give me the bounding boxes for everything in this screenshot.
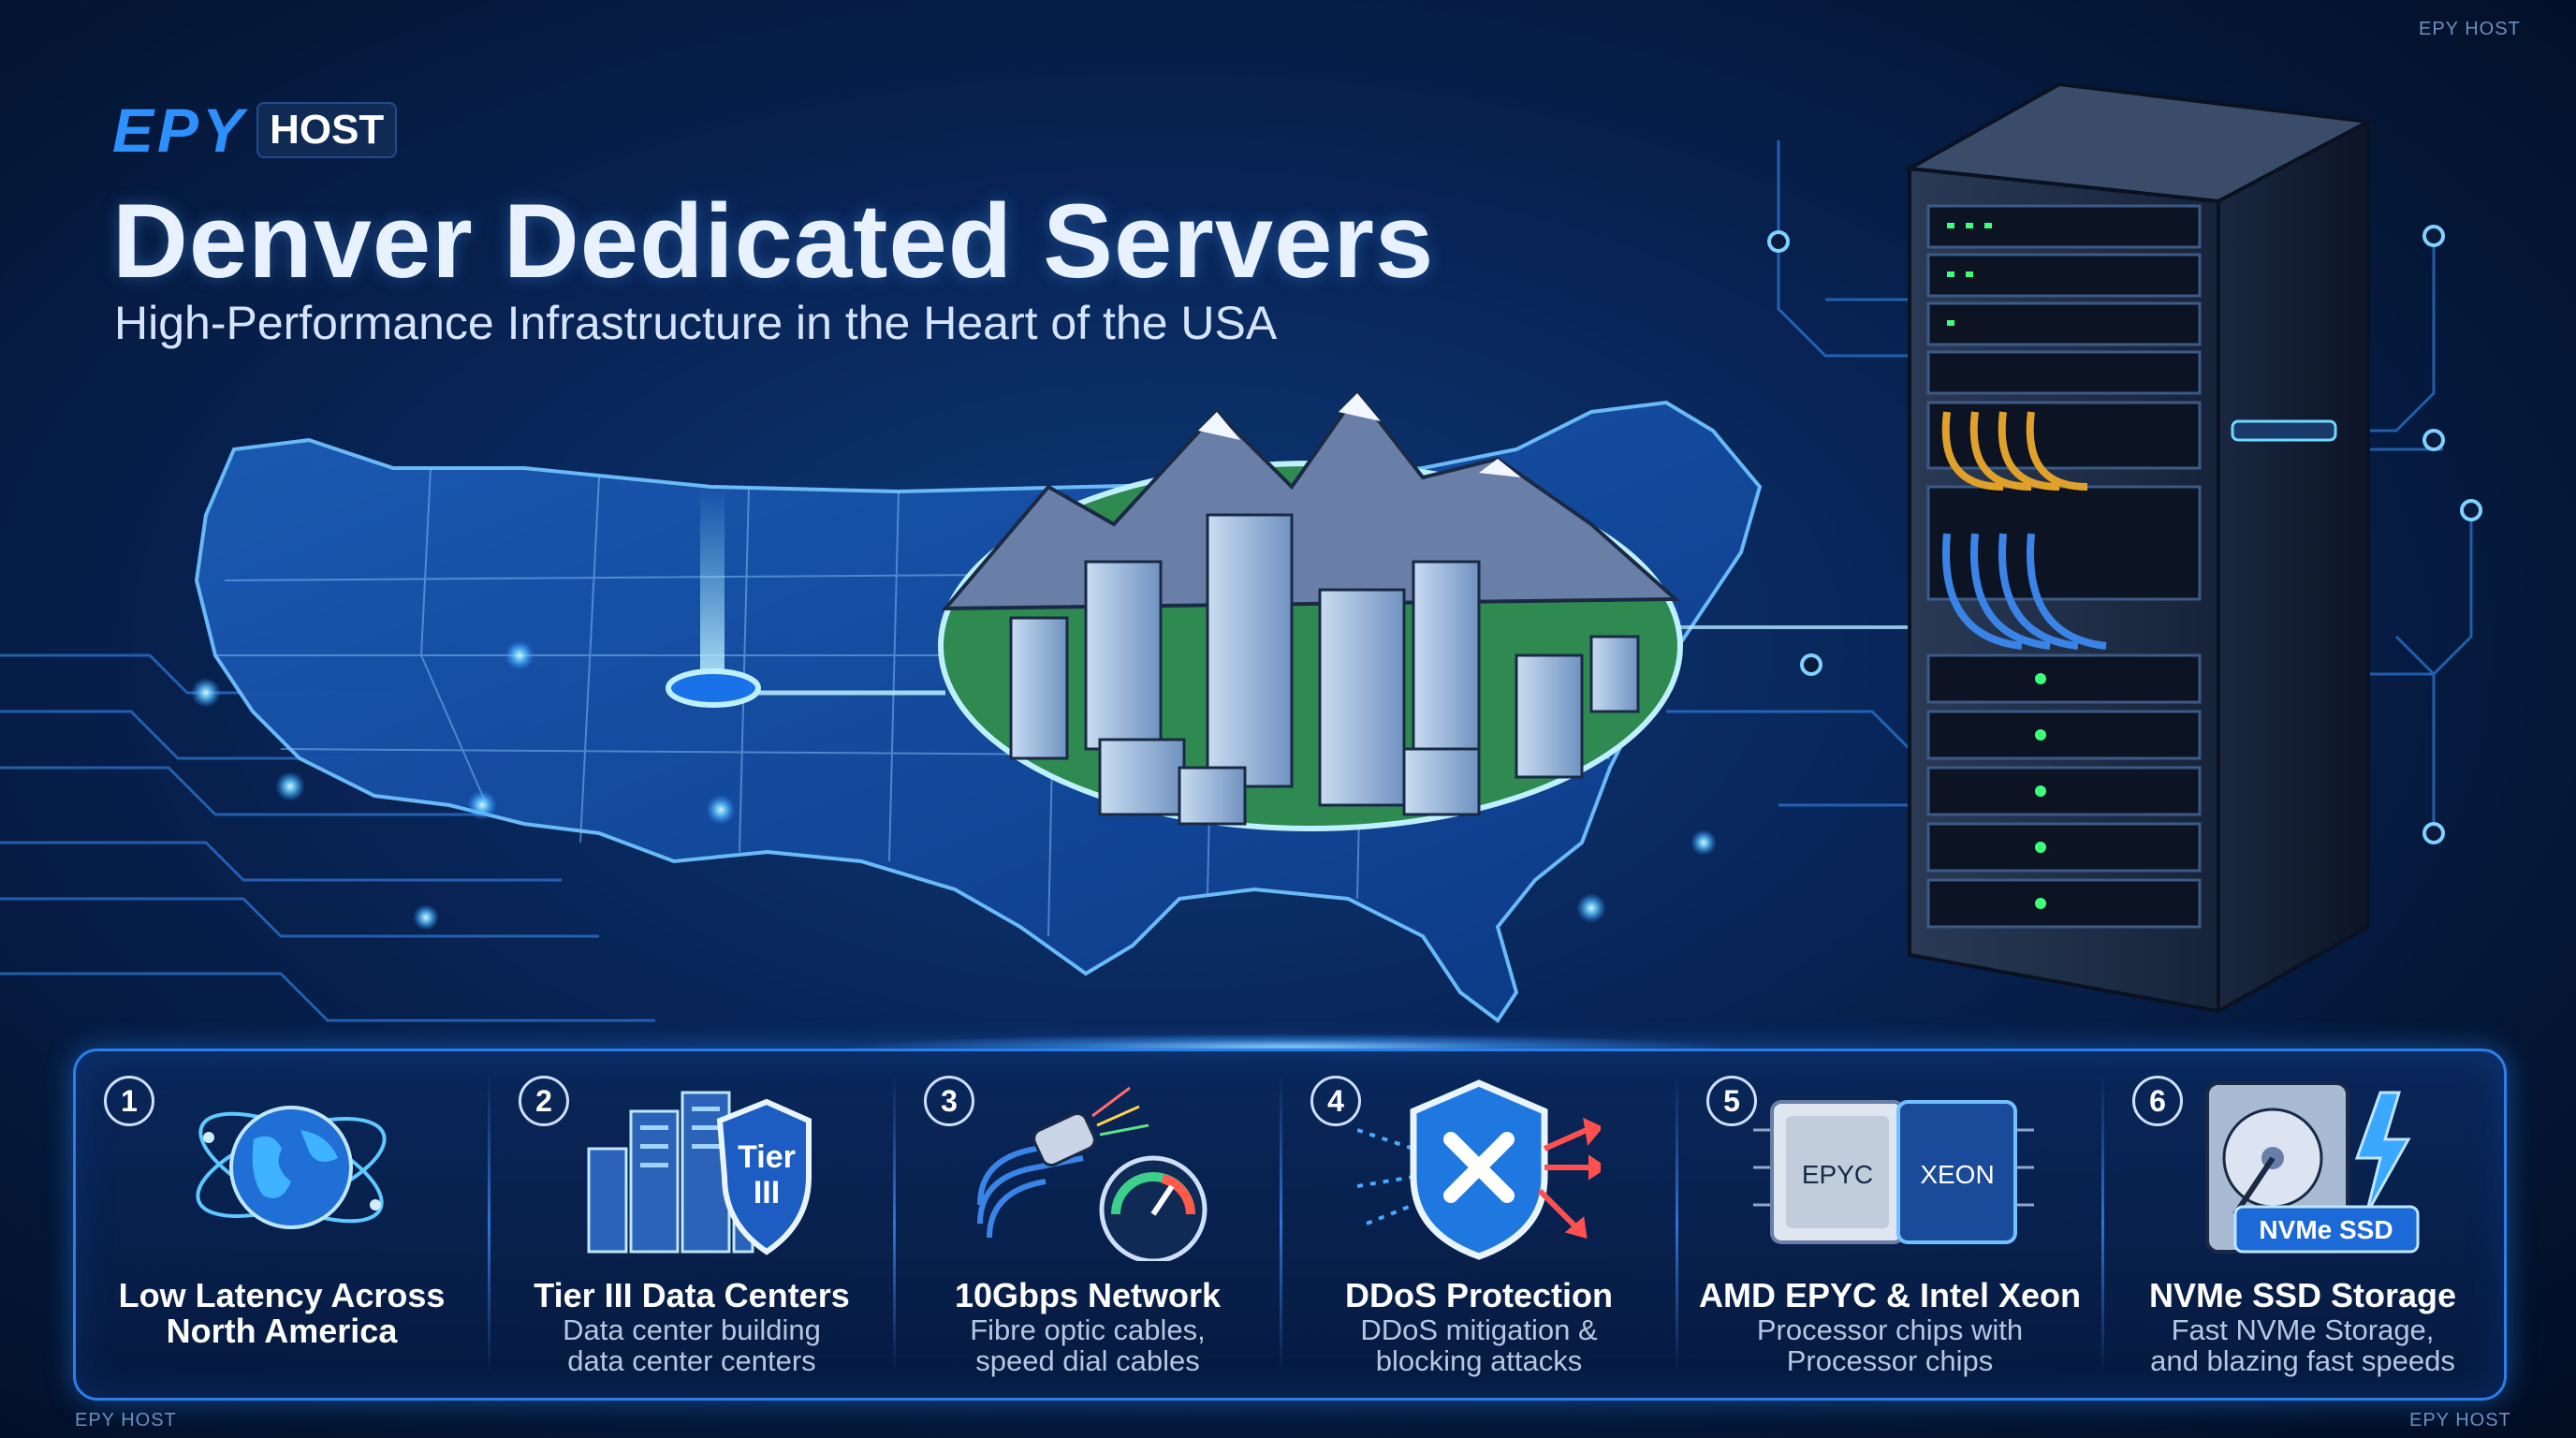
feature-title: AMD EPYC & Intel Xeon — [1698, 1276, 2082, 1314]
fiber-speed-icon — [977, 1086, 1208, 1261]
feature-title: DDoS Protection — [1344, 1276, 1613, 1314]
tier-badge-line2: III — [754, 1175, 780, 1211]
denver-city-illustration — [938, 389, 1683, 831]
feature-divider — [893, 1074, 896, 1373]
feature-amd-intel: 5 EPYC XEON AMD EPYC & Intel Xeon Proces… — [1678, 1051, 2101, 1398]
feature-number: 3 — [924, 1076, 974, 1126]
features-panel: 1 Low Latency Across North America 2 — [73, 1049, 2507, 1401]
feature-divider — [1676, 1074, 1678, 1373]
feature-tier-iii: 2 Tier III Tier III Data Centers Data ce… — [490, 1051, 893, 1398]
feature-number: 4 — [1310, 1076, 1361, 1126]
data-center-shield-icon: Tier III — [587, 1091, 812, 1255]
page-title: Denver Dedicated Servers — [112, 183, 1435, 300]
tier-badge-line1: Tier — [738, 1139, 796, 1175]
xeon-chip-label: XEON — [1920, 1160, 1994, 1189]
feature-number: 5 — [1706, 1076, 1757, 1126]
feature-low-latency: 1 Low Latency Across North America — [76, 1051, 488, 1398]
logo-badge: HOST — [256, 102, 398, 158]
feature-title: Tier III Data Centers — [534, 1276, 850, 1314]
feature-nvme: 6 NVMe SSD NVMe SSD Storage Fast NVMe St… — [2104, 1051, 2501, 1398]
feature-desc: Processor chips with Processor chips — [1756, 1313, 2024, 1377]
feature-title: 10Gbps Network — [954, 1276, 1222, 1314]
globe-icon — [196, 1106, 387, 1229]
feature-number: 1 — [104, 1076, 154, 1126]
map-nodes — [191, 640, 1717, 931]
circuit-nodes — [1767, 225, 2482, 844]
feature-title: NVMe SSD Storage — [2148, 1276, 2457, 1314]
logo-wordmark: EPY — [112, 95, 248, 165]
feature-10gbps: 3 10Gbps Network Fibre optic cables, spe… — [896, 1051, 1280, 1398]
watermark-top-right: EPY HOST — [2419, 19, 2521, 39]
epyc-chip-label: EPYC — [1802, 1160, 1873, 1189]
feature-ddos: 4 DDoS Protection DDoS mitigation & bloc… — [1282, 1051, 1676, 1398]
feature-divider — [1280, 1074, 1282, 1373]
watermark-bottom-left: EPY HOST — [75, 1410, 177, 1431]
page-subtitle: High-Performance Infrastructure in the H… — [114, 297, 1278, 349]
feature-number: 6 — [2132, 1076, 2183, 1126]
denver-beam — [700, 487, 724, 683]
feature-desc: Fibre optic cables, speed dial cables — [970, 1313, 1206, 1377]
feature-number: 2 — [519, 1076, 569, 1126]
ddos-shield-icon — [1357, 1079, 1601, 1260]
feature-desc: Data center building data center centers — [563, 1313, 821, 1377]
epy-host-logo: EPY HOST — [112, 95, 398, 165]
denver-beacon — [666, 668, 761, 708]
processor-chips-icon: EPYC XEON — [1753, 1100, 2034, 1244]
feature-title: Low Latency Across North America — [118, 1276, 446, 1350]
nvme-drive-icon: NVMe SSD — [2205, 1081, 2420, 1254]
server-rack-illustration — [1903, 81, 2375, 1015]
feature-divider — [488, 1074, 490, 1373]
feature-desc: DDoS mitigation & blocking attacks — [1360, 1313, 1598, 1377]
nvme-badge: NVMe SSD — [2259, 1215, 2393, 1244]
watermark-bottom-right: EPY HOST — [2409, 1410, 2511, 1431]
feature-divider — [2101, 1074, 2104, 1373]
feature-desc: Fast NVMe Storage, and blazing fast spee… — [2150, 1313, 2455, 1377]
